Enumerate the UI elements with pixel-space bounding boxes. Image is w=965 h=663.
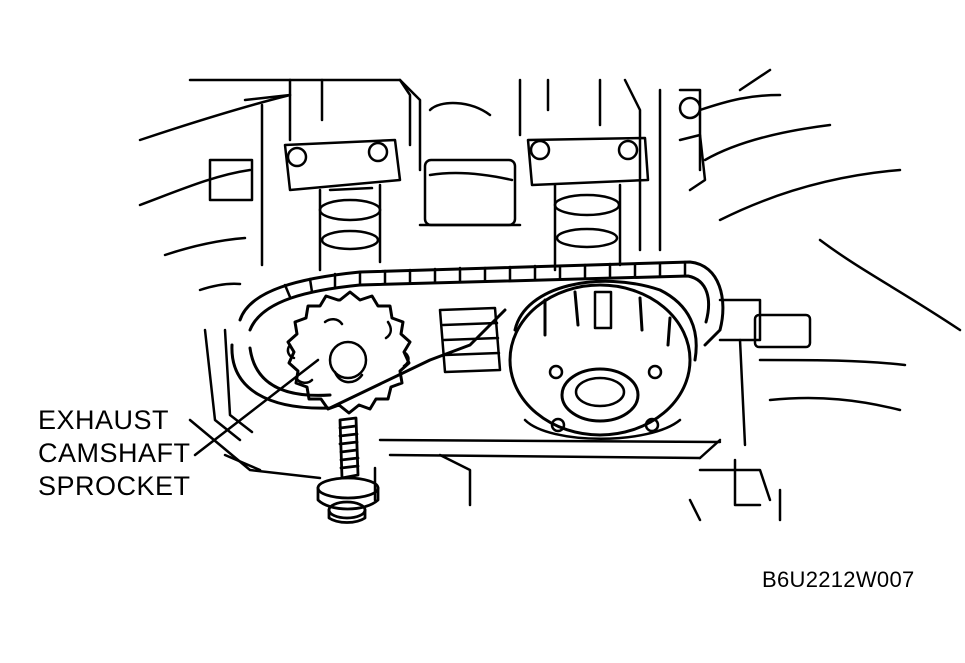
left-block-contours <box>138 78 292 292</box>
sprocket-teeth <box>286 290 412 415</box>
cylinder-head <box>288 68 902 252</box>
chain-guide <box>438 306 502 374</box>
left-camshaft-journal <box>318 183 382 272</box>
callout-line-3: SPROCKET <box>38 471 191 501</box>
timing-chain <box>230 260 725 410</box>
callout-line-1: EXHAUST <box>38 405 170 435</box>
front-cover <box>188 328 722 522</box>
chain-links <box>283 260 687 299</box>
callout-leader-line <box>193 358 320 457</box>
right-housing <box>698 238 962 522</box>
sprocket-bolt <box>316 416 380 524</box>
right-camshaft-journal <box>553 183 622 272</box>
callout-line-2: CAMSHAFT <box>38 438 191 468</box>
callout-label-exhaust-camshaft-sprocket: EXHAUST CAMSHAFT SPROCKET <box>38 404 191 503</box>
exhaust-camshaft-sprocket <box>286 290 412 415</box>
figure-code: B6U2212W007 <box>762 567 915 592</box>
cam-cap-bolts <box>283 136 650 192</box>
intake-camshaft-sprocket <box>508 279 698 440</box>
